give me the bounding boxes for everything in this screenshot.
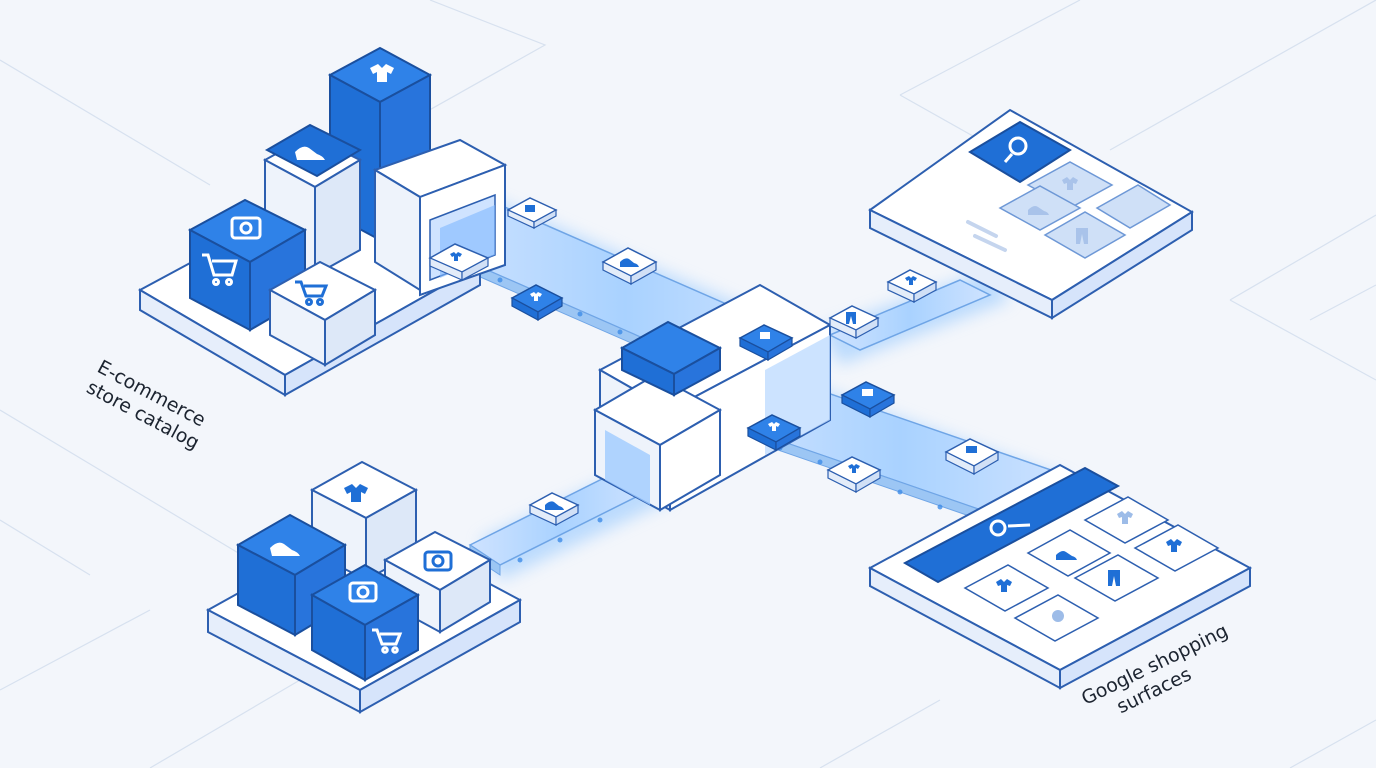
camera-icon [348,581,378,603]
packet [840,381,896,419]
shoe-icon [1056,551,1077,560]
pants-icon [1076,228,1088,244]
shirt-icon [450,252,462,261]
shirt-icon [848,464,860,473]
tag-icon [525,205,535,212]
ingest-gate [372,138,508,297]
packet [944,438,1000,476]
shirt-icon [768,422,780,431]
packet [528,492,580,527]
camera-box [187,198,308,332]
shirt-icon [905,276,917,285]
cart-icon [202,253,238,286]
packet [746,414,802,452]
packet [601,247,658,286]
packet [428,243,490,282]
packet [510,284,564,322]
shirt-icon [996,579,1012,592]
cart-icon [372,628,403,654]
shirt-icon [344,484,368,502]
shirt-icon [1166,539,1182,552]
shirt-icon [530,292,542,301]
search-icon [989,519,1031,537]
tag-icon [862,389,873,396]
tag-icon [1048,610,1064,624]
product-tile [1026,529,1112,577]
tag-icon [760,332,770,339]
text-lines [966,220,1007,252]
shoe-icon [620,258,639,267]
processor-cube [619,320,723,397]
shopping-surface [867,463,1253,690]
shoe-icon [1028,206,1049,215]
packet [738,324,794,362]
camera-icon [423,550,453,572]
packet [826,456,882,494]
product-packets [428,197,1000,527]
pants-icon [1108,570,1120,586]
packet [886,269,938,304]
secondary-store-platform [205,460,523,714]
camera-icon [230,216,262,240]
search-button [968,120,1072,184]
pants-icon [846,312,856,324]
shopping-search-bar [902,466,1121,584]
result-tile [1095,184,1172,229]
search-icon [1003,136,1028,163]
shirt-icon [1062,177,1078,190]
cart-box [267,260,378,367]
camera-cart-box [309,563,421,682]
shoe-icon [270,542,300,556]
shirt-icon [1117,511,1133,524]
packet [828,305,880,340]
cart-icon [295,280,329,306]
shoe-icon [545,501,564,510]
search-results-surface [868,108,1194,320]
shirt-icon [370,64,394,82]
shoe-icon [295,146,325,160]
packet [506,197,558,230]
shoe-box-blue [235,513,348,637]
tag-icon [966,446,977,453]
result-tile [998,185,1082,231]
store-catalog-platform [137,46,508,397]
